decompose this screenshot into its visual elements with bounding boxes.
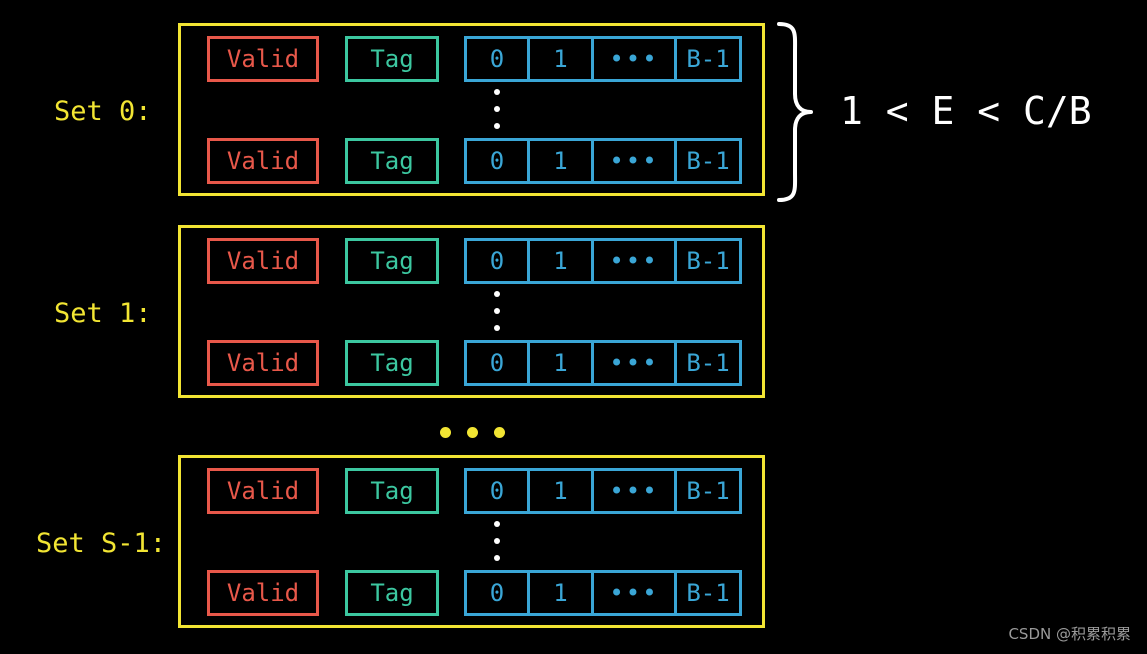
valid-bit-cell: Valid (207, 468, 319, 514)
valid-bit-cell: Valid (207, 36, 319, 82)
vertical-ellipsis (494, 89, 500, 131)
block-cells: 0 1 ••• B-1 (464, 238, 742, 284)
block-byte-last: B-1 (686, 247, 730, 275)
block-ellipsis: ••• (594, 39, 677, 79)
vertical-ellipsis (494, 521, 500, 563)
valid-bit-cell: Valid (207, 340, 319, 386)
block-byte-0: 0 (467, 471, 530, 511)
block-cells: 0 1 ••• B-1 (464, 340, 742, 386)
associativity-formula: 1 < E < C/B (840, 89, 1092, 133)
tag-cell: Tag (345, 138, 439, 184)
block-byte-0: 0 (467, 241, 530, 281)
tag-cell: Tag (345, 36, 439, 82)
tag-cell: Tag (345, 340, 439, 386)
block-byte-last: B-1 (686, 147, 730, 175)
block-ellipsis: ••• (594, 241, 677, 281)
block-byte-0: 0 (467, 141, 530, 181)
block-byte-1: 1 (530, 471, 594, 511)
vertical-ellipsis (494, 291, 500, 333)
valid-bit-cell: Valid (207, 570, 319, 616)
valid-bit-cell: Valid (207, 138, 319, 184)
set-last-box: Valid Tag 0 1 ••• B-1 Valid Tag 0 1 ••• … (178, 455, 765, 628)
tag-cell: Tag (345, 570, 439, 616)
block-byte-last: B-1 (686, 477, 730, 505)
sets-ellipsis (440, 427, 510, 439)
block-byte-1: 1 (530, 343, 594, 383)
block-cells: 0 1 ••• B-1 (464, 570, 742, 616)
block-ellipsis: ••• (594, 471, 677, 511)
block-byte-1: 1 (530, 241, 594, 281)
block-byte-0: 0 (467, 573, 530, 613)
block-byte-0: 0 (467, 39, 530, 79)
block-byte-1: 1 (530, 141, 594, 181)
block-byte-1: 1 (530, 573, 594, 613)
block-cells: 0 1 ••• B-1 (464, 138, 742, 184)
curly-brace-icon (777, 22, 813, 202)
valid-bit-cell: Valid (207, 238, 319, 284)
set-label-1: Set 1: (54, 298, 152, 329)
block-ellipsis: ••• (594, 343, 677, 383)
block-cells: 0 1 ••• B-1 (464, 36, 742, 82)
block-byte-last: B-1 (686, 45, 730, 73)
block-ellipsis: ••• (594, 141, 677, 181)
block-ellipsis: ••• (594, 573, 677, 613)
tag-cell: Tag (345, 238, 439, 284)
block-cells: 0 1 ••• B-1 (464, 468, 742, 514)
watermark: CSDN @积累积累 (1008, 625, 1131, 643)
block-byte-last: B-1 (686, 579, 730, 607)
block-byte-0: 0 (467, 343, 530, 383)
tag-cell: Tag (345, 468, 439, 514)
block-byte-1: 1 (530, 39, 594, 79)
set-0-box: Valid Tag 0 1 ••• B-1 Valid Tag 0 1 ••• … (178, 23, 765, 196)
set-label-last: Set S-1: (36, 528, 167, 559)
set-1-box: Valid Tag 0 1 ••• B-1 Valid Tag 0 1 ••• … (178, 225, 765, 398)
set-label-0: Set 0: (54, 96, 152, 127)
block-byte-last: B-1 (686, 349, 730, 377)
